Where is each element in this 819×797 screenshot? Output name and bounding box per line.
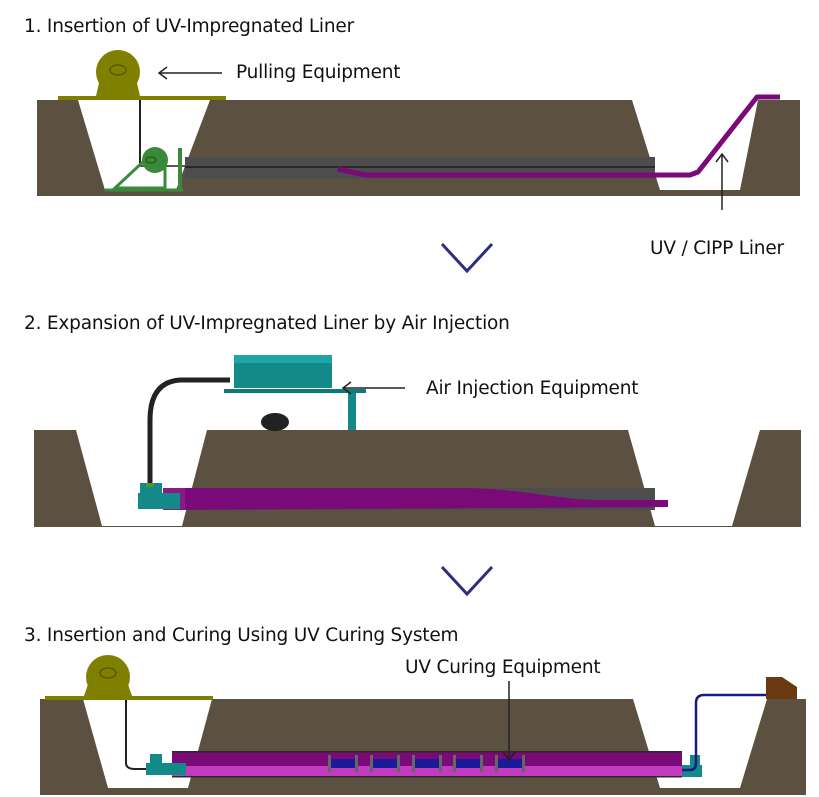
pulling-equipment-icon [96, 50, 140, 96]
uv-curing-arrow [502, 681, 516, 762]
right-connector-icon [682, 755, 702, 777]
step-3-diagram [40, 655, 806, 795]
liner-label: UV / CIPP Liner [650, 238, 784, 259]
expanded-liner [163, 488, 668, 510]
pulling-equipment-plate [45, 696, 213, 700]
air-injection-equipment-icon [224, 355, 366, 431]
pulling-equipment-icon [84, 655, 132, 699]
winch-icon [105, 147, 183, 192]
air-equipment-arrow [341, 381, 405, 395]
step-1-title: 1. Insertion of UV-Impregnated Liner [24, 16, 354, 37]
uv-lamp-clamp [522, 755, 525, 772]
uv-lamp-clamp [328, 755, 331, 772]
uv-lamp-segment [455, 759, 480, 768]
uv-control-box-icon [766, 677, 797, 699]
ground-soil [40, 699, 806, 795]
step-3-title: 3. Insertion and Curing Using UV Curing … [24, 625, 459, 646]
liner-arrow [715, 152, 729, 210]
step-2-title: 2. Expansion of UV-Impregnated Liner by … [24, 313, 510, 334]
uv-cipp-liner [337, 94, 780, 178]
air-hose [147, 377, 230, 485]
pulling-equipment-label: Pulling Equipment [236, 62, 401, 83]
uv-lamp-clamp [370, 755, 373, 772]
uv-lamp-clamp [397, 755, 400, 772]
uv-lamp-clamp [355, 755, 358, 772]
pulling-cable [125, 700, 150, 770]
uv-lamp-train [328, 755, 525, 772]
uv-lamp-clamp [412, 755, 415, 772]
left-connector-icon [146, 754, 186, 775]
uv-lamp-clamp [453, 755, 456, 772]
uv-lamp-clamp [439, 755, 442, 772]
step-1-diagram [37, 50, 800, 210]
pulling-equipment-plate [58, 96, 226, 100]
uv-control-cable [682, 693, 766, 772]
uv-lamp-segment [414, 759, 439, 768]
step-2-diagram [34, 355, 801, 527]
air-injection-equipment-label: Air Injection Equipment [426, 378, 639, 399]
pulling-equipment-arrow [157, 66, 222, 80]
uv-lamp-segment [330, 759, 355, 768]
uv-lamp-segment [372, 759, 397, 768]
uv-lamp-clamp [480, 755, 483, 772]
uv-curing-equipment-label: UV Curing Equipment [405, 657, 601, 678]
uv-lamp-clamp [495, 755, 498, 772]
uv-lamp-segment [497, 759, 522, 768]
chevron-down-icon [440, 565, 494, 597]
chevron-down-icon [440, 242, 494, 274]
air-connector-icon [138, 483, 180, 509]
